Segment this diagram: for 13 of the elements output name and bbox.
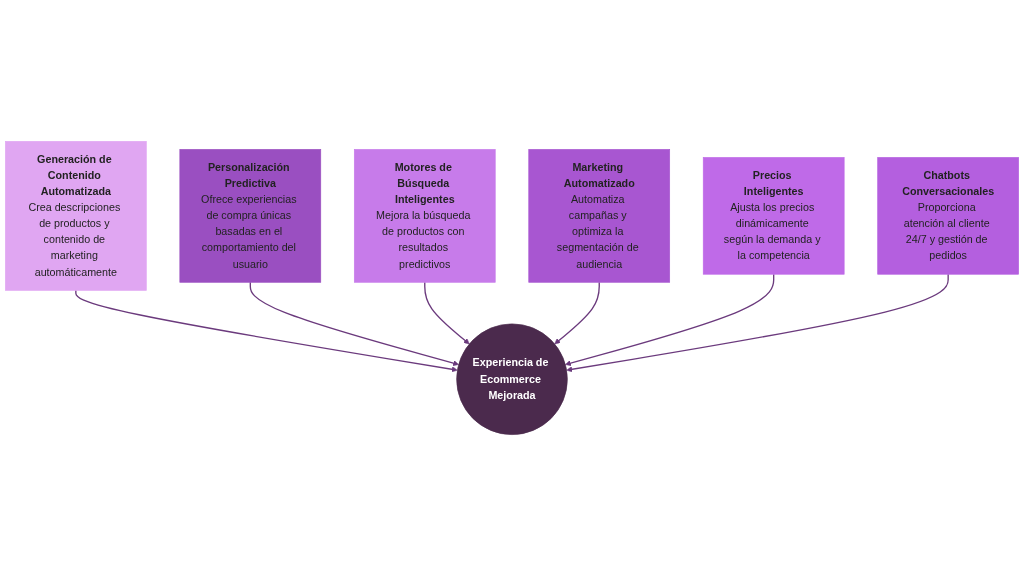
arrow: [565, 273, 775, 366]
node-box: Precios Inteligentes Ajusta los precios dinámicamente según la demanda y la competencia: [702, 157, 845, 275]
arrow: [554, 281, 600, 345]
node-box: Marketing Automatizado Automatiza campañas y optimiza la segmentación de audiencia: [528, 149, 671, 283]
node-box: Personalización Predictiva Ofrece experiencias de compra únicas basadas en el comportamiento del usuario: [179, 149, 322, 283]
node-box: Chatbots Conversacionales Proporciona atención al cliente 24/7 y gestión de pedidos: [877, 157, 1019, 275]
arrow: [566, 273, 949, 373]
node-box: Generación de Contenido Automatizada Crea descripciones de productos y contenido de marketing automáticamente: [5, 141, 147, 291]
arrow: [75, 289, 458, 373]
arrow: [249, 281, 459, 366]
node-circle: Experiencia de Ecommerce Mejorada: [456, 323, 568, 435]
arrow: [424, 281, 470, 345]
node-box: Motores de Búsqueda Inteligentes Mejora la búsqueda de productos con resultados predictivos: [353, 149, 496, 283]
